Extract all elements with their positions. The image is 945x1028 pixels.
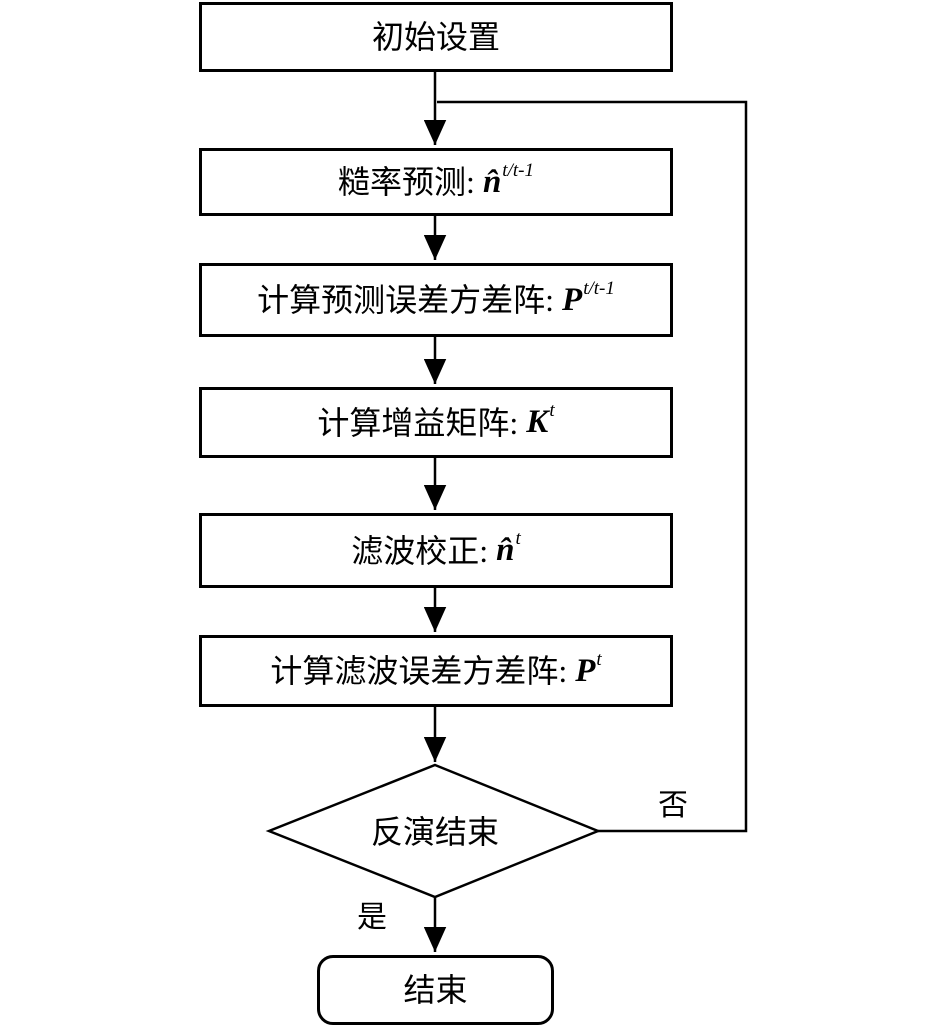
node-gain-matrix-label: 计算增益矩阵:: [317, 404, 527, 441]
node-filter-covariance-superscript: t: [596, 648, 602, 670]
node-predict-label: 糙率预测:: [338, 164, 483, 200]
edge-loop-no: [437, 100, 748, 833]
edge-label-no: 否: [658, 789, 688, 822]
node-prediction-covariance-var: P: [562, 281, 583, 318]
node-filter-correction-superscript: t: [515, 528, 521, 549]
node-start-label: 初始设置: [371, 19, 500, 55]
node-end: 结束: [317, 955, 554, 1025]
node-filter-correction: 滤波校正: n̂t: [199, 513, 673, 588]
node-gain-matrix-var: K: [526, 404, 549, 440]
node-decision-label: 反演结束: [370, 814, 499, 850]
edge-label-yes: 是: [357, 901, 387, 934]
node-gain-matrix-superscript: t: [549, 400, 555, 421]
node-predict-var: n̂: [482, 163, 502, 200]
node-filter-correction-var: n̂: [496, 532, 515, 568]
node-predict-superscript: t/t-1: [502, 159, 534, 181]
node-start: 初始设置: [199, 2, 673, 72]
node-decision-shape: [265, 763, 602, 899]
node-filter-correction-label: 滤波校正:: [351, 532, 497, 569]
node-predict: 糙率预测: n̂t/t-1: [199, 148, 673, 216]
node-prediction-covariance-superscript: t/t-1: [583, 277, 615, 299]
node-filter-covariance-var: P: [575, 652, 596, 689]
node-filter-covariance-label: 计算滤波误差方差阵:: [270, 653, 576, 689]
node-end-label: 结束: [403, 972, 468, 1008]
node-prediction-covariance-label: 计算预测误差方差阵:: [257, 282, 563, 318]
